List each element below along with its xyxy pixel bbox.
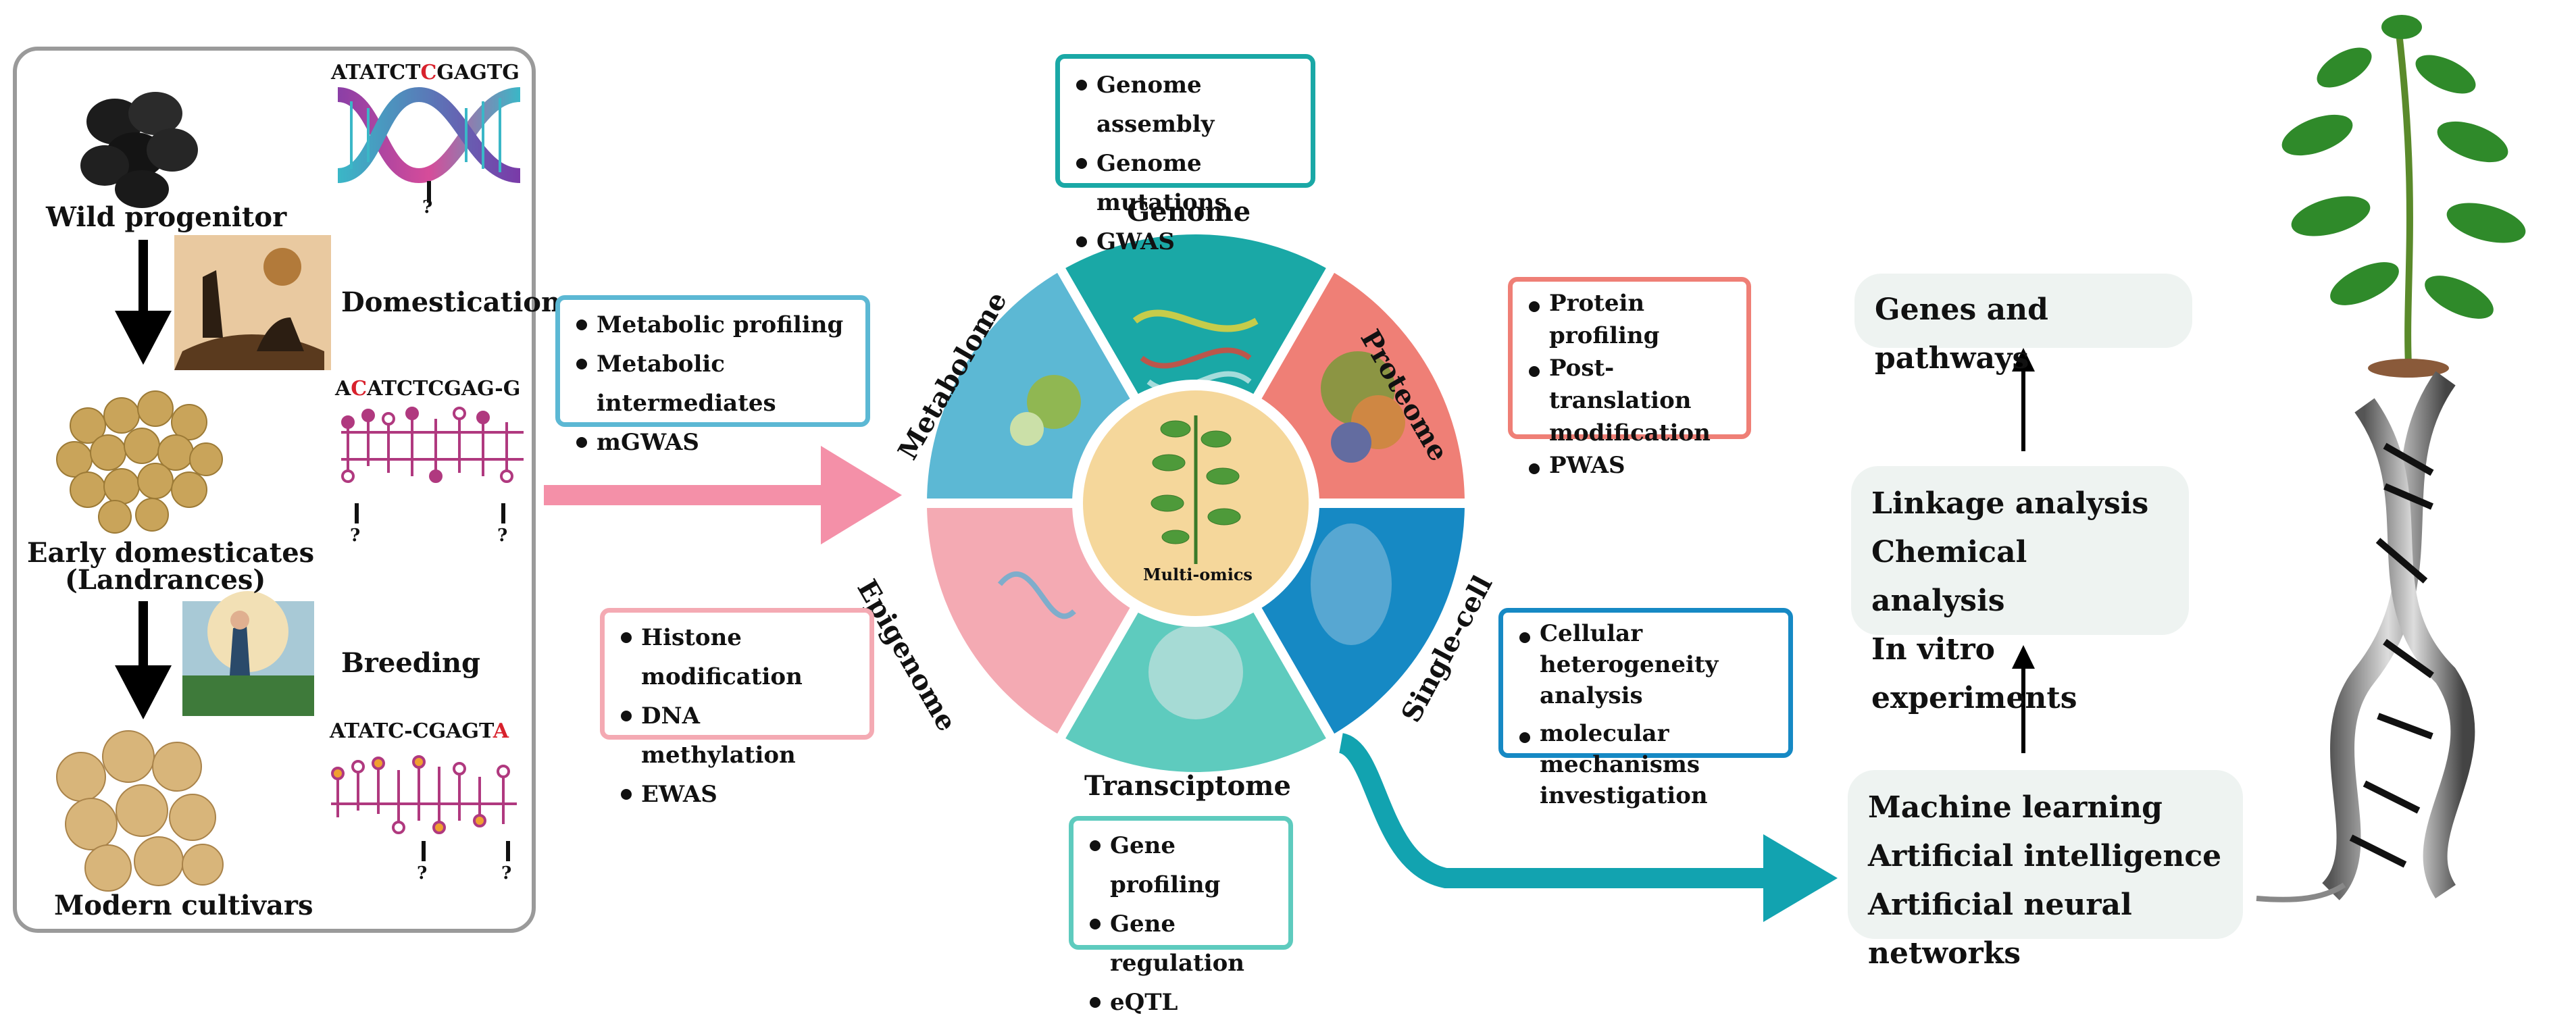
seq3-question-1: ?	[417, 863, 428, 884]
epigenome-item: DNA methylation	[621, 696, 853, 775]
genome-item: Genome mutations	[1076, 144, 1294, 222]
seq1-question: ?	[422, 197, 433, 218]
sequence-lollipop-icon-2	[341, 407, 524, 523]
seq3-question-2: ?	[501, 863, 512, 884]
singlecell-box: Cellular heterogeneity analysis molecula…	[1498, 608, 1793, 809]
genome-item: Genome assembly	[1076, 66, 1294, 144]
transcriptome-item: Gene regulation	[1090, 904, 1272, 983]
proteome-box: Protein profiling Post-translation modif…	[1508, 277, 1751, 479]
diagram-canvas	[13, 15, 2526, 933]
seq2-part-a: A	[335, 377, 351, 401]
flow-middle-item: Chemical analysis	[1871, 535, 2027, 618]
genome-item: GWAS	[1076, 222, 1294, 261]
flow-box-analysis: Linkage analysis Chemical analysis In vi…	[1851, 466, 2189, 715]
flow-box-genes-pathways: Genes and pathways	[1854, 274, 2192, 376]
pink-arrow	[544, 446, 902, 544]
transcriptome-list: Gene profiling Gene regulation eQTL	[1090, 826, 1272, 1022]
sequence-3: ATATC-CGAGTA	[330, 719, 509, 743]
flow-bottom-item: Artificial neural networks	[1868, 888, 2132, 971]
transcriptome-item: eQTL	[1090, 983, 1272, 1022]
metabolome-box: Metabolic profiling Metabolic intermedia…	[555, 295, 870, 456]
seq1-part-a: ATATCT	[331, 61, 421, 84]
proteome-item: Protein profiling	[1529, 287, 1730, 352]
sequence-2: ACATCTCGAG-G	[335, 377, 520, 401]
sequence-1: ATATCTCGAGTG	[331, 61, 520, 84]
proteome-list: Protein profiling Post-translation modif…	[1529, 287, 1730, 482]
singlecell-list: Cellular heterogeneity analysis molecula…	[1519, 618, 1772, 811]
wild-seeds-icon	[80, 92, 198, 208]
transcriptome-item: Gene profiling	[1090, 826, 1272, 904]
genome-box: Genome assembly Genome mutations GWAS	[1055, 54, 1315, 255]
label-landrances: (Landrances)	[65, 564, 266, 596]
label-breeding: Breeding	[341, 647, 480, 679]
epigenome-box: Histone modification DNA methylation EWA…	[600, 608, 874, 808]
flow-middle-item: Linkage analysis	[1871, 486, 2149, 521]
seq2-question-1: ?	[350, 526, 361, 546]
epigenome-list: Histone modification DNA methylation EWA…	[621, 618, 853, 814]
metabolome-item: Metabolic profiling	[576, 305, 849, 344]
sequence-lollipop-icon-3	[331, 755, 517, 861]
seq1-part-c: GAGTG	[436, 61, 520, 84]
label-modern-cultivars: Modern cultivars	[54, 890, 313, 921]
breeding-illustration	[182, 591, 314, 716]
label-domestication: Domestication	[341, 286, 561, 318]
flow-bottom-item: Machine learning	[1868, 790, 2163, 825]
seq2-part-c: ATCTCGAG-G	[367, 377, 521, 401]
singlecell-item: Cellular heterogeneity analysis	[1519, 618, 1772, 711]
label-transcriptome: Transciptome	[1084, 770, 1291, 802]
flow-bottom-item: Artificial intelligence	[1868, 839, 2222, 873]
large-dna-helix-icon	[2256, 371, 2475, 902]
metabolome-item: mGWAS	[576, 423, 849, 462]
label-genome: Genome	[1127, 196, 1251, 228]
proteome-item: Post-translation modification	[1529, 352, 1725, 449]
sector-genome	[1052, 225, 1340, 513]
flow-middle-item: In vitro experiments	[1871, 632, 2077, 715]
proteome-item: PWAS	[1529, 449, 1730, 482]
center-plant-icon	[1151, 415, 1241, 564]
seq2-mutation: C	[351, 377, 368, 401]
seq1-mutation: C	[420, 61, 437, 84]
label-early-domesticates: Early domesticates	[27, 537, 315, 569]
cultivar-seeds-icon	[56, 730, 224, 892]
flow-box-ai: Machine learning Artificial intelligence…	[1848, 770, 2243, 971]
genome-list: Genome assembly Genome mutations GWAS	[1076, 66, 1294, 261]
label-wild-progenitor: Wild progenitor	[46, 201, 287, 233]
transcriptome-box: Gene profiling Gene regulation eQTL	[1069, 816, 1293, 1016]
label-center-multiomics: Multi-omics	[1143, 565, 1253, 584]
landrace-seeds-icon	[56, 390, 223, 534]
seq3-mutation: A	[493, 719, 509, 743]
omics-wheel	[917, 225, 1475, 782]
soybean-plant-icon	[2281, 15, 2526, 378]
seq3-part-a: ATATC-CGAGT	[330, 719, 493, 743]
dna-helix-icon-1	[336, 86, 521, 203]
seq2-question-2: ?	[497, 526, 508, 546]
epigenome-item: EWAS	[621, 775, 853, 814]
flow-top-text: Genes and pathways	[1875, 292, 2048, 376]
flow-arrow-lower	[2012, 645, 2035, 753]
teal-arrow	[1338, 733, 1838, 922]
metabolome-item: Metabolic intermediates	[576, 344, 849, 423]
singlecell-item: molecular mechanisms investigation	[1519, 718, 1772, 811]
metabolome-list: Metabolic profiling Metabolic intermedia…	[576, 305, 849, 462]
epigenome-item: Histone modification	[621, 618, 853, 696]
domestication-illustration	[174, 235, 331, 370]
flow-arrow-upper	[2012, 348, 2035, 451]
